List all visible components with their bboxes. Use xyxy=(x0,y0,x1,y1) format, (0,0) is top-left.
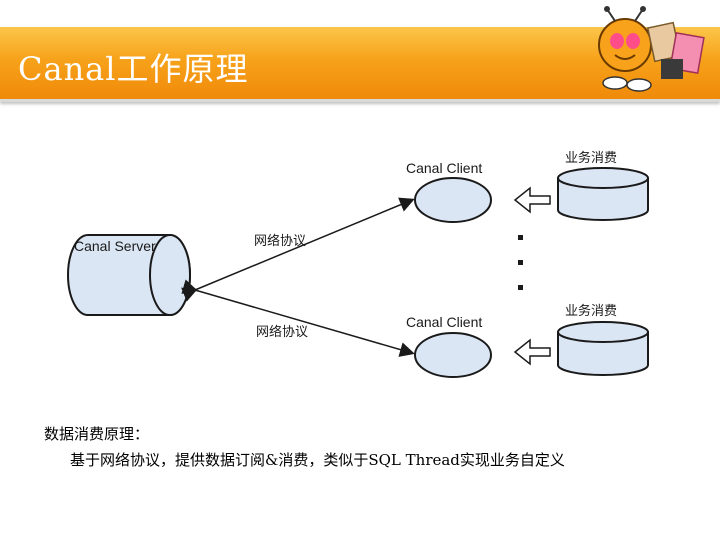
canal-architecture-diagram: Canal Server 网络协议 网络协议 Canal Client Cana… xyxy=(67,150,649,378)
consume-bottom-label: 业务消费 xyxy=(565,303,617,318)
consume-top-label: 业务消费 xyxy=(565,150,617,165)
consume-arrow-bottom xyxy=(513,338,551,366)
client-bottom-label: Canal Client xyxy=(406,314,482,330)
ellipsis-dot xyxy=(518,260,523,265)
slide-title: Canal工作原理 xyxy=(18,50,249,88)
client-top-label: Canal Client xyxy=(406,160,482,176)
canal-server-label: Canal Server xyxy=(74,238,156,254)
protocol-label-bottom: 网络协议 xyxy=(256,324,308,339)
ellipsis-dot xyxy=(518,235,523,240)
consume-arrow-top xyxy=(513,186,551,214)
bee-mascot-illustration xyxy=(598,6,705,92)
consume-bottom-cylinder xyxy=(557,321,649,376)
client-top-ellipse xyxy=(414,177,492,223)
consume-top-cylinder xyxy=(557,167,649,221)
ellipsis-dot xyxy=(518,285,523,290)
caption: 数据消费原理： 基于网络协议，提供数据订阅&消费，类似于SQL Thread实现… xyxy=(44,421,565,473)
caption-line-1: 数据消费原理： xyxy=(44,425,150,443)
client-bottom-ellipse xyxy=(414,332,492,378)
canal-server-cylinder xyxy=(67,234,191,316)
protocol-label-top: 网络协议 xyxy=(254,233,306,248)
protocol-arrow-bottom xyxy=(181,279,415,357)
protocol-arrow-top xyxy=(181,197,415,302)
caption-line-2: 基于网络协议，提供数据订阅&消费，类似于SQL Thread实现业务自定义 xyxy=(70,451,565,469)
